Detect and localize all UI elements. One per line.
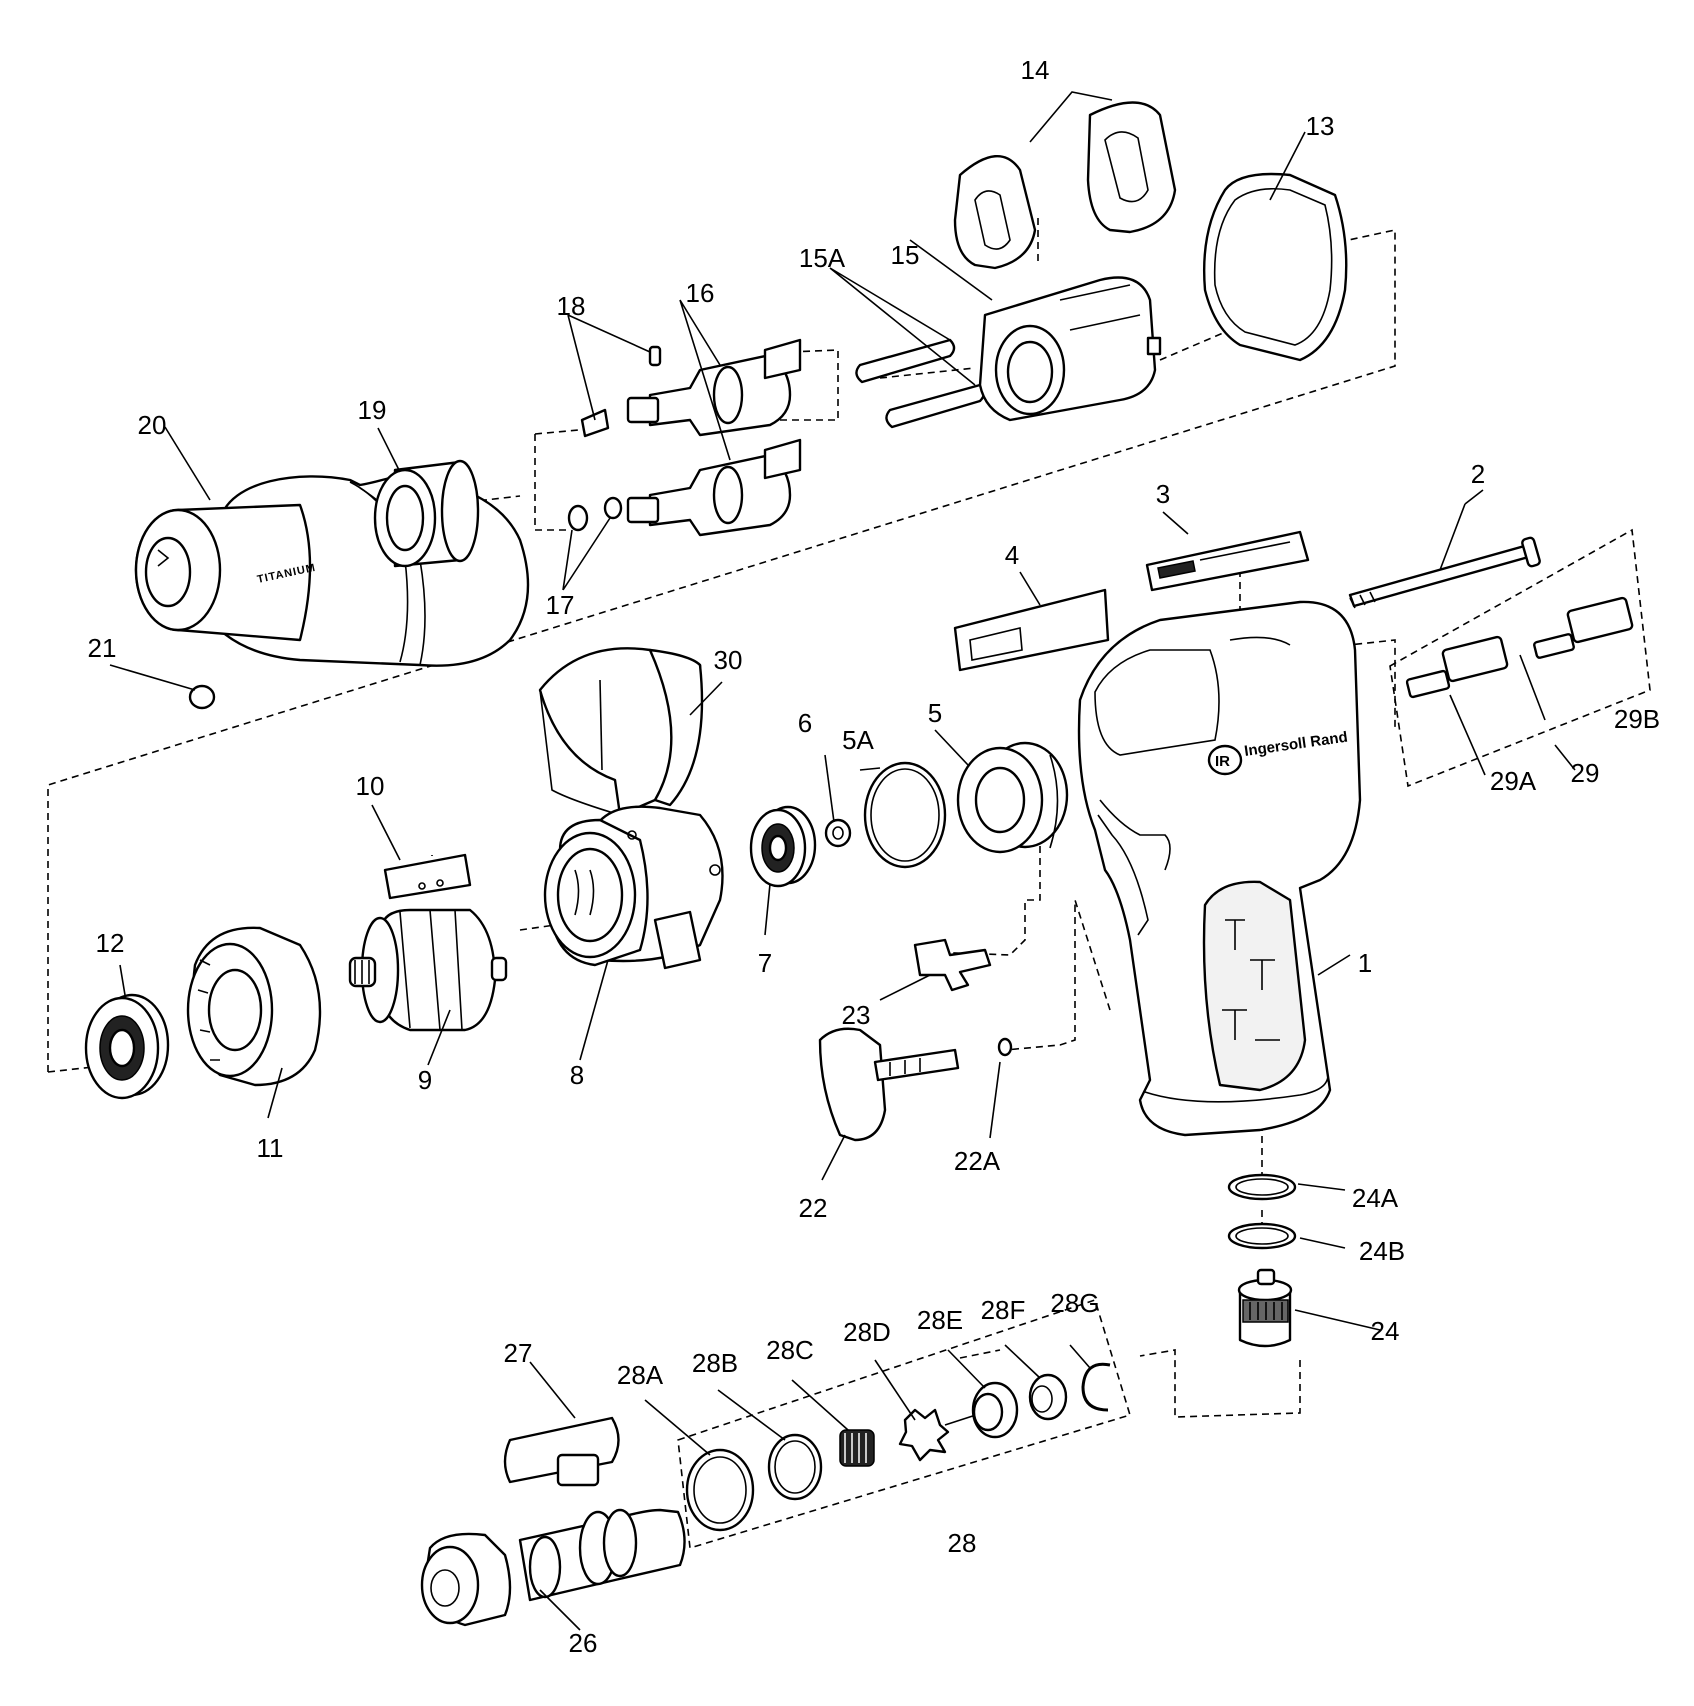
- callout-27: 27: [504, 1338, 533, 1368]
- callout-17: 17: [546, 590, 575, 620]
- callout-2: 2: [1471, 459, 1485, 489]
- callout-22a: 22A: [954, 1146, 1001, 1176]
- callout-24a: 24A: [1352, 1183, 1399, 1213]
- callout-28: 28: [948, 1528, 977, 1558]
- callout-29b: 29B: [1614, 704, 1660, 734]
- part-24a-seal: [1227, 1173, 1297, 1201]
- callout-5: 5: [928, 698, 942, 728]
- callout-21: 21: [88, 633, 117, 663]
- part-13-gasket: [1202, 172, 1348, 362]
- part-17-retainer-rings: [567, 496, 623, 532]
- callout-labels: 1 2 3 4 5 5A 6 7 8 9 10 11 12 13 14 15 1…: [88, 55, 1661, 1658]
- part-28a-o-ring: [685, 1448, 755, 1532]
- group-box-28: [677, 1298, 1131, 1550]
- part-28e-seat: [971, 1381, 1019, 1439]
- callout-28g: 28G: [1050, 1288, 1099, 1318]
- callout-5a: 5A: [842, 725, 874, 755]
- part-9-rotor: [348, 908, 508, 1032]
- part-28c-spring: [839, 1429, 875, 1467]
- part-16-anvils: [626, 338, 802, 537]
- part-4-label: [953, 588, 1110, 672]
- part-30-sleeve: [538, 647, 704, 817]
- part-5a-o-ring: [863, 761, 947, 869]
- callout-24b: 24B: [1359, 1236, 1405, 1266]
- part-15-hammer-frame: [978, 276, 1162, 422]
- callout-30: 30: [714, 645, 743, 675]
- part-15a-hammer-pins: [855, 338, 986, 429]
- callout-28d: 28D: [843, 1317, 891, 1347]
- part-29b-reverse-lever: [1533, 596, 1634, 659]
- callout-28b: 28B: [692, 1348, 738, 1378]
- callout-28e: 28E: [917, 1305, 963, 1335]
- part-10-vane: [383, 853, 472, 900]
- callout-26: 26: [569, 1628, 598, 1658]
- part-23-trigger-link: [913, 938, 992, 992]
- callout-4: 4: [1005, 540, 1019, 570]
- callout-16: 16: [686, 278, 715, 308]
- part-7-bearing: [749, 805, 817, 888]
- callout-1: 1: [1358, 948, 1372, 978]
- part-12-bearing: [84, 993, 170, 1100]
- part-18-pins: [580, 345, 662, 438]
- part-28f-cap: [1028, 1373, 1068, 1421]
- callout-29a: 29A: [1490, 766, 1537, 796]
- part-28g-snap-ring: [1081, 1362, 1111, 1412]
- brand-logo-text: IR: [1215, 753, 1230, 770]
- part-1-motor-housing: IR Ingersoll Rand: [1077, 600, 1362, 1137]
- part-22a-o-ring: [997, 1037, 1013, 1057]
- callout-10: 10: [356, 771, 385, 801]
- callout-15a: 15A: [799, 243, 846, 273]
- part-27-clip: [503, 1416, 620, 1487]
- callout-11: 11: [257, 1133, 284, 1163]
- part-14-hammers: [953, 91, 1177, 270]
- part-22-trigger: [818, 1027, 960, 1142]
- callout-3: 3: [1156, 479, 1170, 509]
- part-8-cylinder: [543, 805, 724, 970]
- callout-19: 19: [358, 395, 387, 425]
- callout-23: 23: [842, 1000, 871, 1030]
- part-5-rear-endplate: [956, 741, 1069, 854]
- part-26-valve-stem: [420, 1508, 686, 1627]
- callout-28a: 28A: [617, 1360, 664, 1390]
- callout-7: 7: [758, 948, 772, 978]
- part-29a-reverse-valve: [1405, 635, 1509, 699]
- part-28d-valve-poppet: [898, 1408, 986, 1462]
- leader-lines: [119, 131, 1576, 1631]
- callout-14: 14: [1021, 55, 1050, 85]
- part-24b-seal: [1227, 1222, 1297, 1250]
- part-21-plug: [109, 664, 216, 710]
- part-19-bushing: [373, 459, 480, 568]
- callout-15: 15: [891, 240, 920, 270]
- part-11-front-endplate: [186, 926, 322, 1087]
- part-2-bolt: [1348, 536, 1541, 609]
- part-24-inlet-bushing: [1237, 1268, 1293, 1348]
- callout-13: 13: [1306, 111, 1335, 141]
- callout-29: 29: [1571, 758, 1600, 788]
- part-28b-o-ring: [767, 1433, 823, 1501]
- callout-28c: 28C: [766, 1335, 814, 1365]
- callout-24: 24: [1371, 1316, 1400, 1346]
- callout-9: 9: [418, 1065, 432, 1095]
- callout-20: 20: [138, 410, 167, 440]
- callout-28f: 28F: [981, 1295, 1026, 1325]
- callout-22: 22: [799, 1193, 828, 1223]
- part-6-washer: [824, 818, 852, 848]
- callout-12: 12: [96, 928, 125, 958]
- callout-8: 8: [570, 1060, 584, 1090]
- callout-18: 18: [557, 291, 586, 321]
- callout-6: 6: [798, 708, 812, 738]
- part-3-plate: [1145, 530, 1310, 592]
- group-box-29: [1389, 528, 1651, 788]
